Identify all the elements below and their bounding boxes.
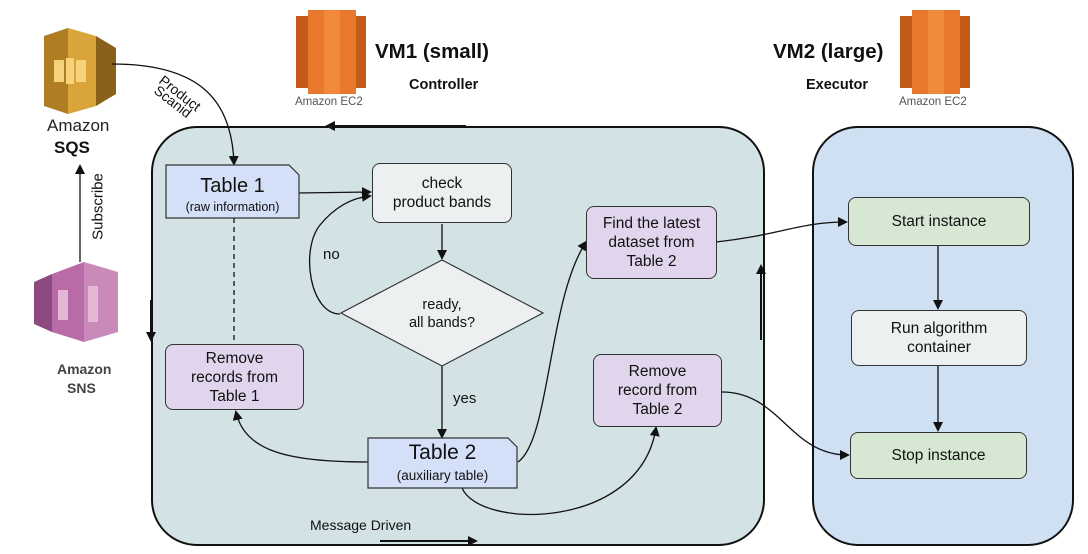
- arrow-table2-to-remove1: [232, 410, 369, 463]
- sns-label-line1: Amazon: [57, 361, 112, 377]
- arrow-table2-to-find: [517, 240, 588, 463]
- remove-record-table2-node: Remove record from Table 2: [593, 354, 722, 427]
- arrow-table1-to-check: [296, 187, 372, 198]
- yes-label: yes: [453, 390, 477, 407]
- table2-subtitle: (auxiliary table): [396, 468, 489, 483]
- check-product-bands-node: check product bands: [372, 163, 512, 223]
- stop-instance-node: Stop instance: [850, 432, 1027, 479]
- arrow-table2-to-remove2: [461, 426, 660, 516]
- arrow-sqs-to-table1: [111, 63, 239, 166]
- sqs-label-line1: Amazon: [47, 116, 110, 135]
- ec2-vm2-caption: Amazon EC2: [899, 96, 967, 108]
- ec2-vm1-caption: Amazon EC2: [295, 96, 363, 108]
- no-label: no: [323, 246, 340, 263]
- table1-subtitle: (raw information): [185, 200, 280, 214]
- find-latest-dataset-node: Find the latest dataset from Table 2: [586, 206, 717, 279]
- arrow-decision-no: [308, 191, 372, 315]
- remove-records-table1-node: Remove records from Table 1: [165, 344, 304, 410]
- start-instance-node: Start instance: [848, 197, 1030, 246]
- decision-label: ready, all bands?: [408, 297, 476, 331]
- vm1-role: Controller: [409, 77, 479, 93]
- table1-title: Table 1: [200, 175, 265, 197]
- vm2-role: Executor: [806, 77, 869, 93]
- message-driven-label: Message Driven: [310, 517, 412, 533]
- arrow-find-to-start: [715, 217, 848, 243]
- table2-title: Table 2: [408, 441, 477, 464]
- sqs-label-line2: SQS: [54, 138, 90, 157]
- vm2-title: VM2 (large): [773, 40, 884, 63]
- run-algorithm-node: Run algorithm container: [851, 310, 1027, 366]
- subscribe-label: Subscribe: [89, 173, 107, 240]
- sns-label-line2: SNS: [67, 380, 96, 396]
- vm1-title: VM1 (small): [375, 40, 489, 63]
- arrow-remove2-to-stop: [721, 391, 850, 460]
